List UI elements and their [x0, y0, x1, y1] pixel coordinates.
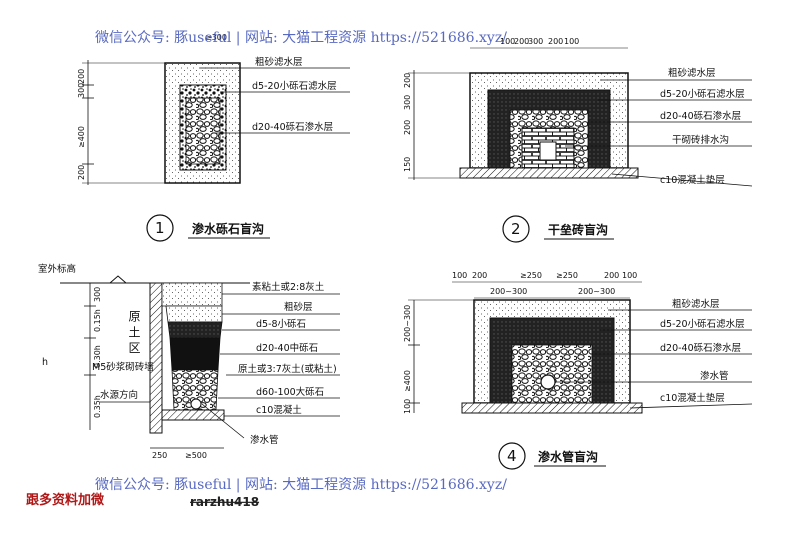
d2-dim-3: 200 — [548, 37, 563, 46]
d2-label-4: 干砌砖排水沟 — [672, 134, 729, 146]
d4-dim-top-2: ≥250 — [520, 271, 542, 280]
d2-label-2: d5-20小砾石滤水层 — [660, 88, 745, 100]
d4-dim-left-1: ≥400 — [403, 370, 412, 392]
d3-label-5: 原土或3:7灰土(或粘土) — [238, 363, 337, 375]
d3-dim-0: 300 — [93, 287, 102, 302]
d4-dim-top-5: 100 — [622, 271, 637, 280]
d4-dim-top-3: ≥250 — [556, 271, 578, 280]
d2-dim-2: 300 — [528, 37, 543, 46]
d4-label-5: c10混凝土垫层 — [660, 392, 725, 404]
d3-dim-3: 0.35h — [93, 395, 102, 418]
d2-dim-1: 200 — [514, 37, 529, 46]
signature-text: rarzhu418 — [190, 495, 259, 509]
d4-dim-top-1: 200 — [472, 271, 487, 280]
d2-dim-6: 300 — [403, 95, 412, 110]
d3-dim-5: ≥500 — [185, 451, 207, 460]
watermark-bottom: 微信公众号: 豚useful | 网站: 大猫工程资源 https://5216… — [95, 477, 507, 493]
d1-label-2: d5-20小砾石滤水层 — [252, 80, 337, 92]
d1-number: 1 — [155, 219, 165, 237]
d1-dim-3: ≥400 — [77, 126, 86, 148]
d1-dim-1: 200 — [77, 69, 86, 84]
d3-label-7: c10混凝土 — [256, 404, 302, 416]
d4-dim-top-4: 200 — [604, 271, 619, 280]
d2-dim-0: 100 — [500, 37, 515, 46]
d2-label-3: d20-40砾石渗水层 — [660, 110, 741, 122]
d4-dim-left-2: 100 — [403, 399, 412, 414]
d3-left-label-3: 水源方向 — [100, 389, 138, 401]
d2-dim-8: 150 — [403, 157, 412, 172]
d3-left-label-2: M5砂浆砌砖墙 — [92, 361, 154, 373]
d1-dim-0: ≥300 — [205, 33, 227, 42]
d4-title: 渗水管盲沟 — [538, 449, 598, 464]
d4-label-4: 渗水管 — [700, 370, 729, 382]
d3-left-label-4: h — [42, 357, 48, 368]
d1-dim-4: 200 — [77, 165, 86, 180]
d2-dim-7: 200 — [403, 120, 412, 135]
d4-label-3: d20-40砾石渗水层 — [660, 342, 741, 354]
d3-label-1: 素粘土或2:8灰土 — [252, 281, 325, 293]
diagram-4: 100 200 ≥250 ≥250 200 100 200~300 200~30… — [403, 271, 753, 470]
watermark-top: 微信公众号: 豚useful | 网站: 大猫工程资源 https://5216… — [95, 30, 507, 46]
d3-dim-1: 0.15h — [93, 309, 102, 332]
d1-label-1: 粗砂滤水层 — [255, 56, 303, 68]
d3-label-8: 渗水管 — [250, 434, 279, 446]
d4-number: 4 — [507, 447, 517, 465]
d4-label-2: d5-20小砾石滤水层 — [660, 318, 745, 330]
d4-dim-left-0: 200~300 — [403, 305, 412, 342]
d1-title: 渗水砾石盲沟 — [192, 221, 264, 236]
d1-label-3: d20-40砾石渗水层 — [252, 121, 333, 133]
d3-label-6: d60-100大砾石 — [256, 386, 324, 398]
d2-label-5: c10混凝土垫层 — [660, 174, 725, 186]
d3-label-4: d20-40中砾石 — [256, 342, 318, 354]
diagram-2: 100 200 300 200 100 200 300 200 150 粗砂滤水… — [403, 37, 753, 243]
d1-dim-2: 300 — [77, 83, 86, 98]
promo-text: 跟多资料加微 — [26, 492, 105, 508]
d3-side-label: 原 土 区 — [127, 310, 141, 354]
d2-label-1: 粗砂滤水层 — [668, 67, 716, 79]
diagram-3: 原 土 区 室外标高 M5砂浆砌砖墙 水源方向 h 300 0.15h 0.30… — [38, 263, 340, 460]
d4-label-1: 粗砂滤水层 — [672, 298, 720, 310]
d4-dim-row2-0: 200~300 — [490, 287, 527, 296]
d3-dim-2: 0.30h — [93, 345, 102, 368]
d2-dim-5: 200 — [403, 73, 412, 88]
d3-label-3: d5-8小砾石 — [256, 318, 306, 330]
d3-dim-4: 250 — [152, 451, 167, 460]
diagram-1: 粗砂滤水层 d5-20小砾石滤水层 d20-40砾石渗水层 ≥300 200 3… — [77, 33, 350, 242]
d2-number: 2 — [511, 220, 521, 238]
d4-dim-top-0: 100 — [452, 271, 467, 280]
d4-dim-row2-1: 200~300 — [578, 287, 615, 296]
d3-left-label-1: 室外标高 — [38, 263, 76, 275]
d3-label-2: 粗砂层 — [284, 301, 313, 313]
d2-dim-4: 100 — [564, 37, 579, 46]
d2-title: 干垒砖盲沟 — [548, 222, 608, 237]
